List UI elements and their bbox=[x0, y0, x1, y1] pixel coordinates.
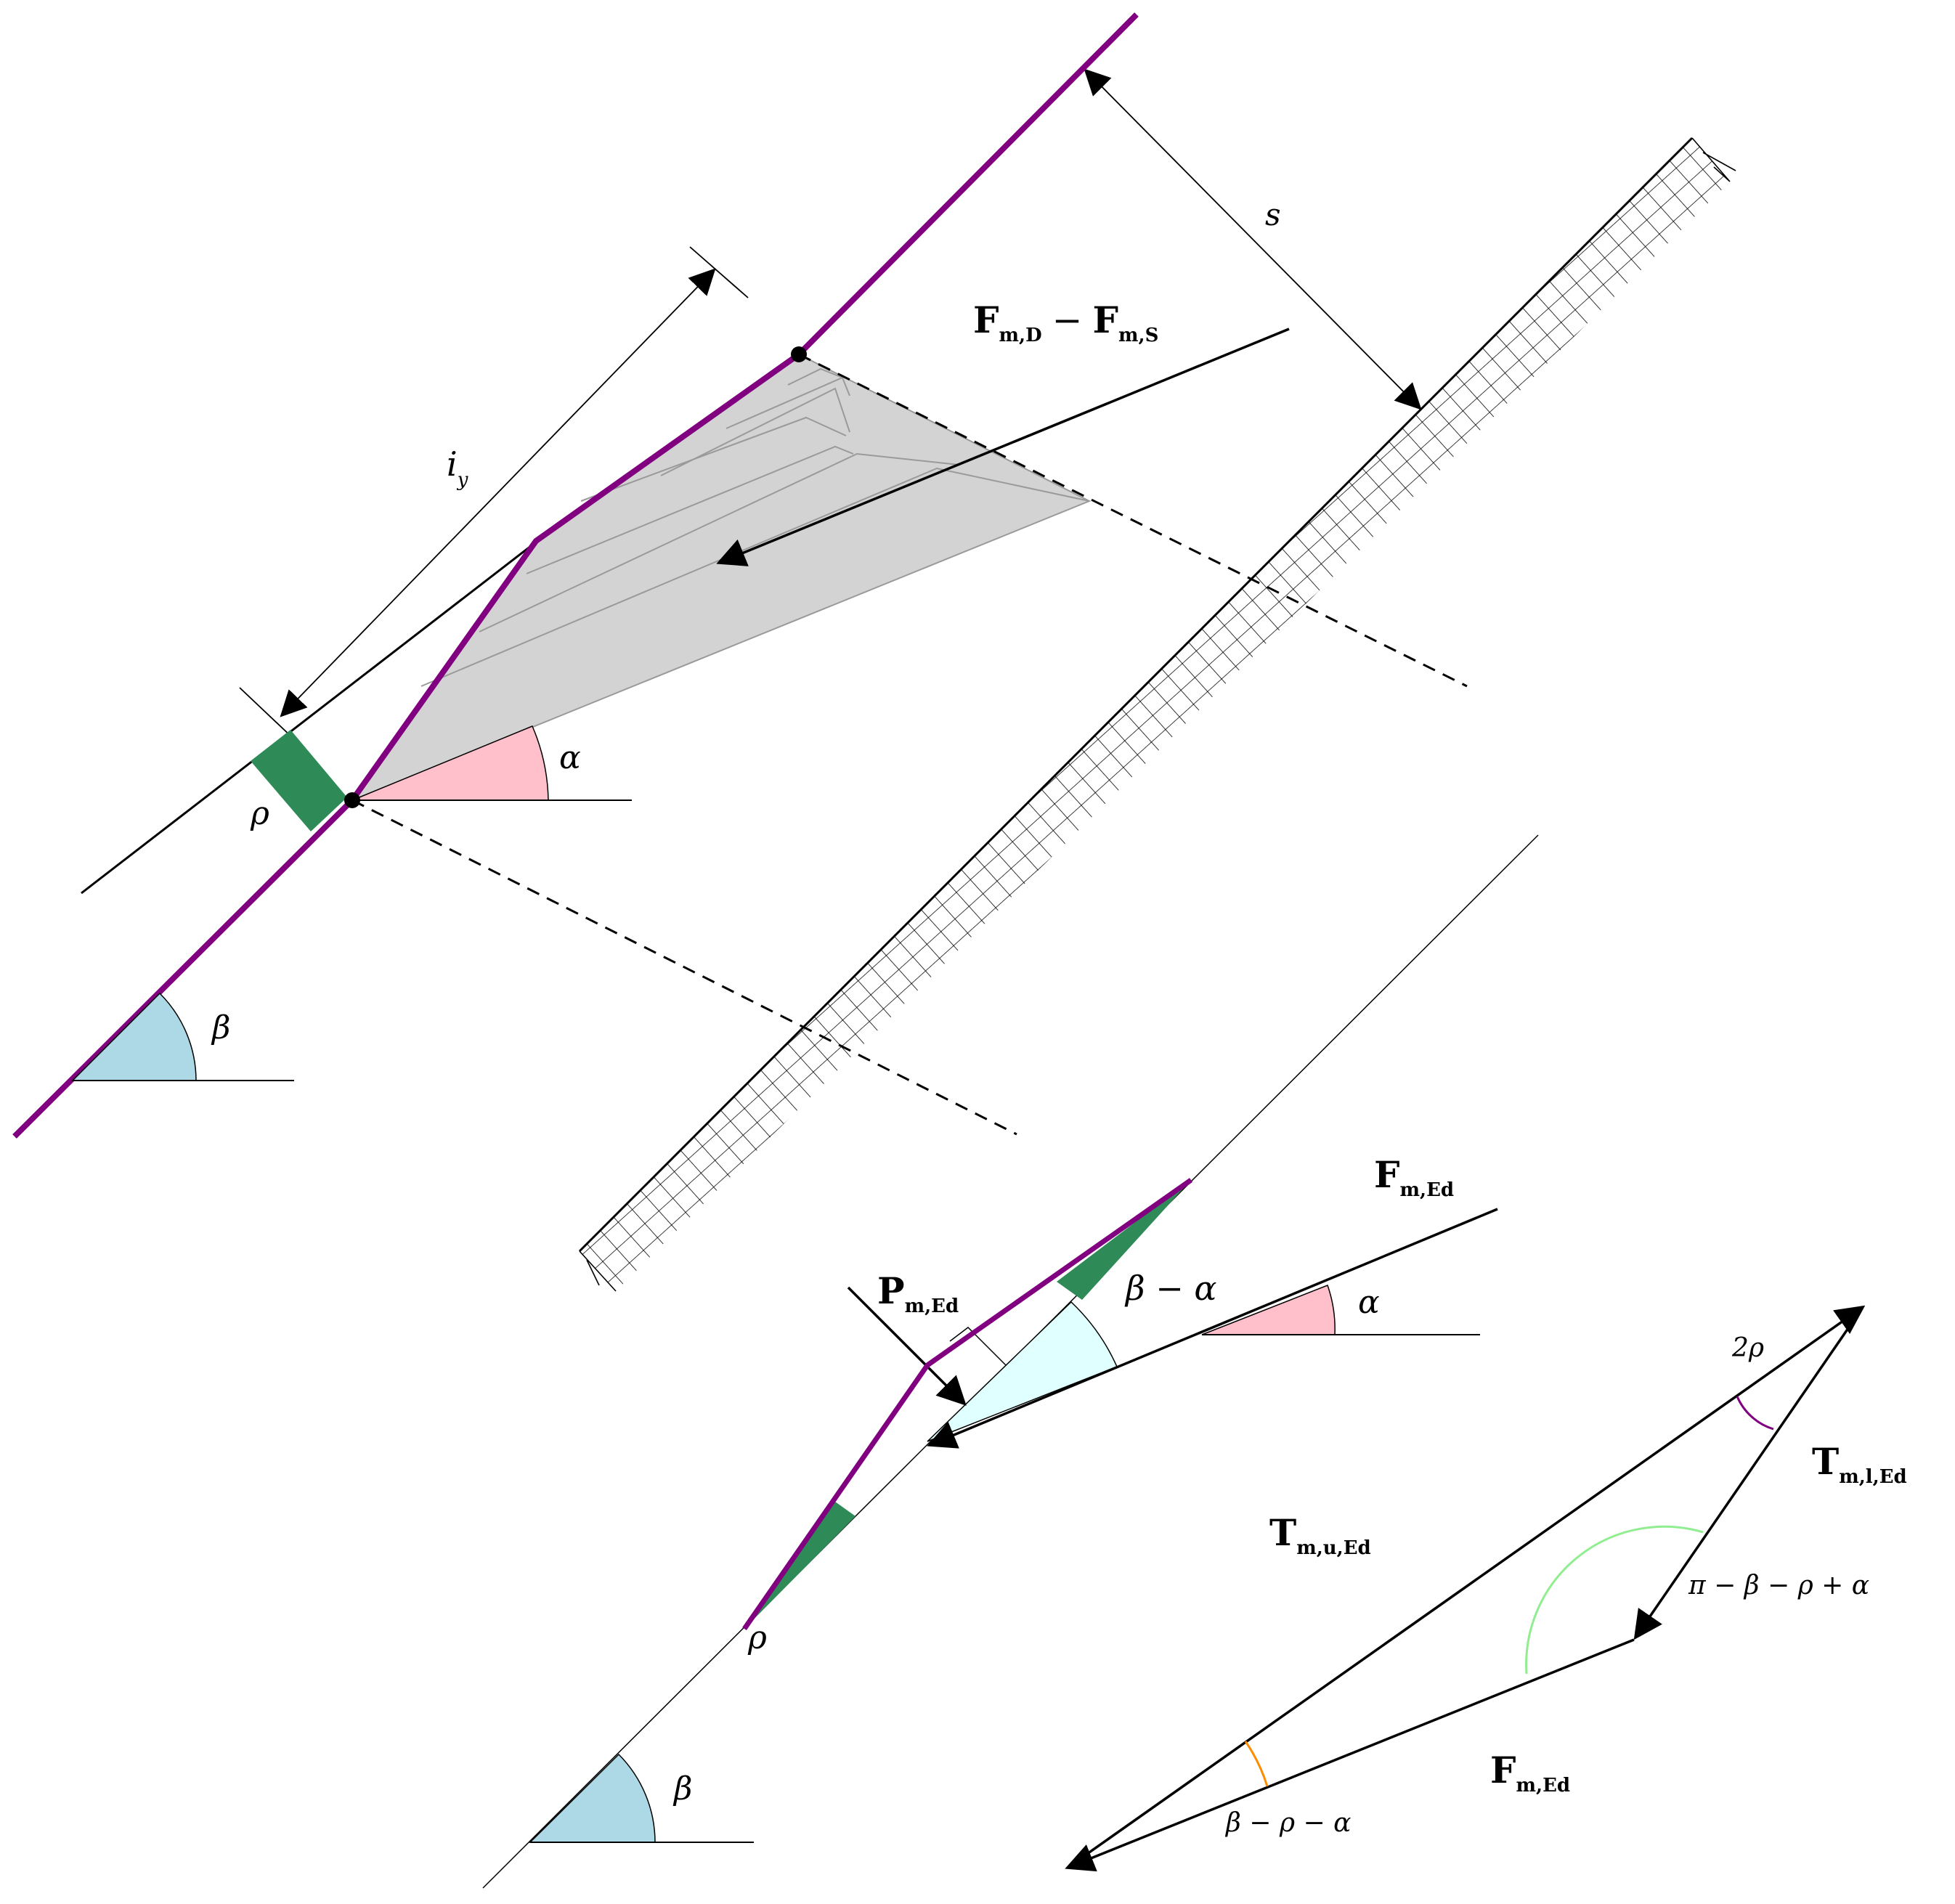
rho-band-top bbox=[251, 730, 347, 831]
label-rho-top: ρ bbox=[250, 795, 269, 832]
dashed-line-lower bbox=[351, 799, 1017, 1136]
label-fmed-tri: Fm,Ed bbox=[1490, 1749, 1570, 1797]
label-rho-mid: ρ bbox=[747, 1619, 767, 1656]
sliding-wedge bbox=[350, 353, 1092, 802]
label-beta-rho-alpha: β − ρ − α bbox=[1224, 1808, 1351, 1838]
label-tml: Tm,l,Ed bbox=[1812, 1440, 1907, 1488]
label-beta-top: β bbox=[211, 1009, 230, 1046]
friction-line-top bbox=[81, 540, 538, 895]
label-alpha-top: α bbox=[559, 739, 581, 776]
label-fmed-main: Fm,Ed bbox=[1374, 1153, 1454, 1201]
force-triangle bbox=[1065, 1305, 1866, 1872]
label-pmed: Pm,Ed bbox=[877, 1269, 959, 1317]
label-tmu: Tm,u,Ed bbox=[1269, 1511, 1371, 1559]
label-beta-bottom: β bbox=[672, 1770, 692, 1807]
label-force-top: Fm,D−Fm,S bbox=[973, 298, 1158, 346]
dimension-iy: iy bbox=[239, 246, 749, 740]
rock-band bbox=[578, 137, 1736, 1292]
label-beta-minus-alpha: β − α bbox=[1124, 1269, 1216, 1308]
label-two-rho: 2ρ bbox=[1731, 1333, 1764, 1363]
label-alpha-mid: α bbox=[1358, 1284, 1380, 1321]
label-iy: iy bbox=[447, 444, 468, 491]
beta-sector-top bbox=[71, 992, 197, 1081]
force-arrow-top bbox=[716, 327, 1290, 566]
slope-surface-top bbox=[12, 12, 1139, 1139]
label-pi-expr: π − β − ρ + α bbox=[1688, 1571, 1869, 1600]
label-s: s bbox=[1265, 197, 1281, 232]
dashed-line-upper bbox=[798, 353, 1468, 688]
dimension-s: s bbox=[1084, 68, 1422, 410]
middle-diagram bbox=[482, 834, 1539, 1889]
